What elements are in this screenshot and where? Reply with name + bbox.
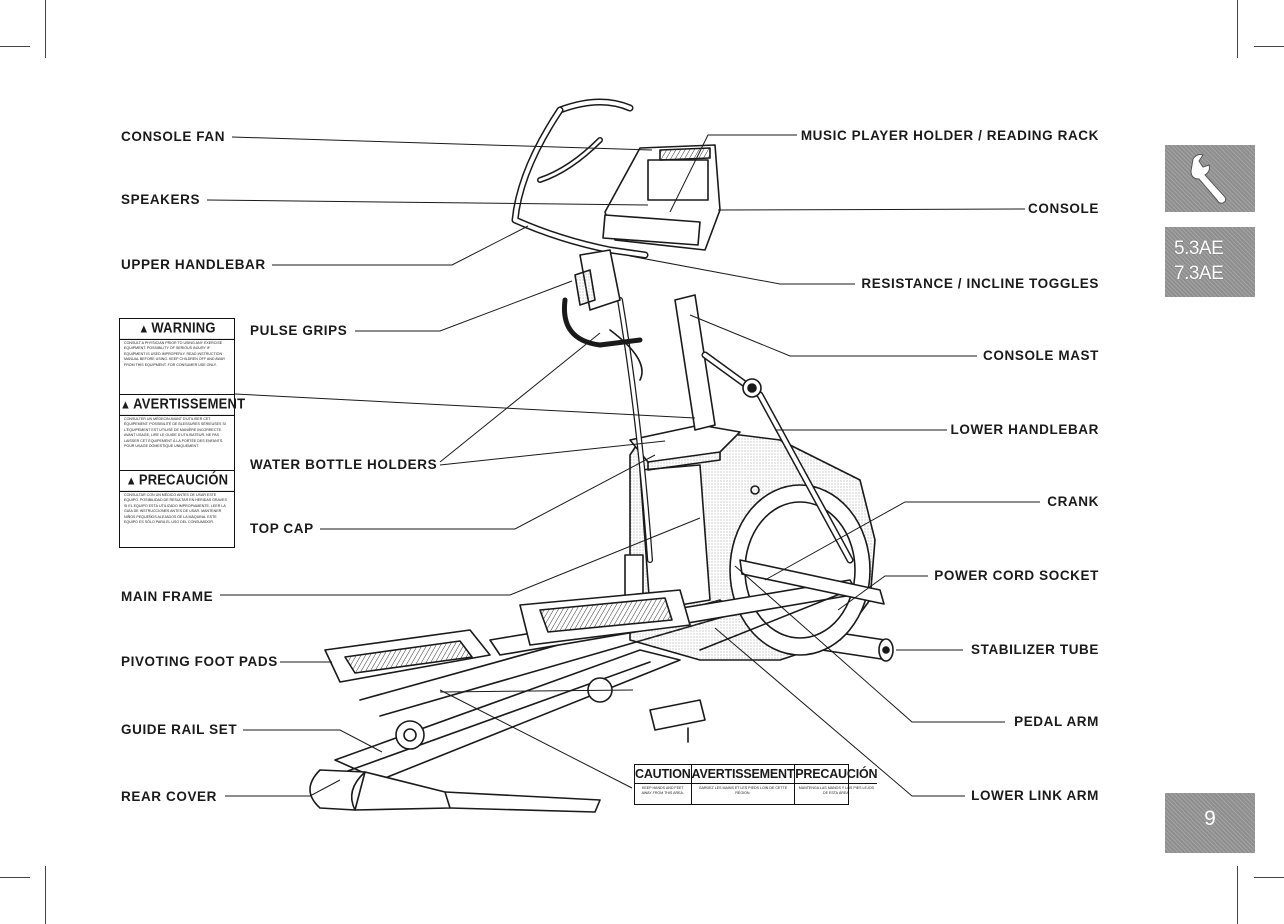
caution-text: Keep hands and feet away from this area. [641, 786, 684, 795]
label-guide-rail-set: GUIDE RAIL SET [121, 722, 238, 737]
label-main-frame: MAIN FRAME [121, 589, 214, 604]
label-music-player-holder: MUSIC PLAYER HOLDER / READING RACK [800, 128, 1099, 143]
label-console-fan: CONSOLE FAN [121, 129, 226, 144]
label-crank: CRANK [1047, 494, 1099, 509]
warning-section-es: ▲PRECAUCIÓN Consultar con un médico ante… [120, 471, 234, 547]
warning-triangle-icon: ▲ [138, 322, 150, 336]
crop-mark [0, 877, 30, 878]
crop-mark [45, 0, 46, 58]
page-number: 9 [1204, 807, 1216, 830]
machine-drawing [309, 98, 894, 813]
label-stabilizer-tube: STABILIZER TUBE [971, 642, 1099, 657]
crop-mark [1237, 0, 1238, 58]
caution-text: Mantenga las manos y los pies lejos de e… [798, 786, 874, 795]
label-resistance-incline-toggles: RESISTANCE / INCLINE TOGGLES [861, 276, 1099, 291]
page-number-tab: 9 [1165, 793, 1255, 853]
caution-title: PRECAUCIÓN [795, 765, 878, 784]
label-lower-link-arm: LOWER LINK ARM [971, 788, 1099, 803]
caution-decal: CAUTION Keep hands and feet away from th… [634, 764, 878, 805]
warning-text: Consultar con un médico antes de usar es… [124, 493, 227, 525]
model-label: 5.3AE [1174, 238, 1224, 259]
label-top-cap: TOP CAP [250, 521, 314, 536]
caution-section-es: PRECAUCIÓN Mantenga las manos y los pies… [795, 765, 878, 804]
warning-section-en: ▲WARNING Consult a physician prior to us… [120, 319, 234, 395]
model-label: 7.3AE [1174, 263, 1224, 284]
model-tab: 5.3AE 7.3AE [1165, 227, 1255, 297]
wrench-icon [1190, 154, 1227, 204]
label-pedal-arm: PEDAL ARM [1014, 714, 1099, 729]
tools-tab [1165, 145, 1255, 212]
label-water-bottle-holders: WATER BOTTLE HOLDERS [250, 457, 438, 472]
warning-text: Consult a physician prior to using any e… [124, 341, 226, 367]
warning-triangle-icon: ▲ [125, 474, 137, 488]
warning-decal: ▲WARNING Consult a physician prior to us… [119, 318, 245, 548]
warning-title: AVERTISSEMENT [133, 395, 246, 412]
label-pulse-grips: PULSE GRIPS [250, 323, 348, 338]
crop-mark [1254, 877, 1284, 878]
caution-text: Gardez les mains et les pieds loin de ce… [698, 786, 788, 795]
caution-section-fr: AVERTISSEMENT Gardez les mains et les pi… [691, 765, 796, 804]
label-speakers: SPEAKERS [121, 192, 201, 207]
leader-lines [206, 134, 1040, 797]
warning-title: WARNING [151, 319, 216, 336]
crop-mark [45, 866, 46, 924]
caution-section-en: CAUTION Keep hands and feet away from th… [635, 765, 692, 804]
label-power-cord-socket: POWER CORD SOCKET [934, 568, 1099, 583]
label-pivoting-foot-pads: PIVOTING FOOT PADS [121, 654, 278, 669]
crop-mark [1237, 866, 1238, 924]
label-rear-cover: REAR COVER [121, 789, 218, 804]
crop-mark [0, 46, 30, 47]
caution-title: AVERTISSEMENT [691, 765, 795, 784]
label-lower-handlebar: LOWER HANDLEBAR [950, 422, 1099, 437]
warning-text: Consulter un médecin avant d'utiliser ce… [124, 417, 226, 449]
warning-triangle-icon: ▲ [120, 398, 132, 412]
caution-title: CAUTION [635, 765, 691, 784]
label-upper-handlebar: UPPER HANDLEBAR [121, 257, 266, 272]
crop-mark [1254, 46, 1284, 47]
label-console-mast: CONSOLE MAST [983, 348, 1099, 363]
warning-title: PRECAUCIÓN [138, 471, 229, 488]
warning-section-fr: ▲AVERTISSEMENT Consulter un médecin avan… [120, 395, 245, 471]
label-console: CONSOLE [1028, 201, 1099, 216]
